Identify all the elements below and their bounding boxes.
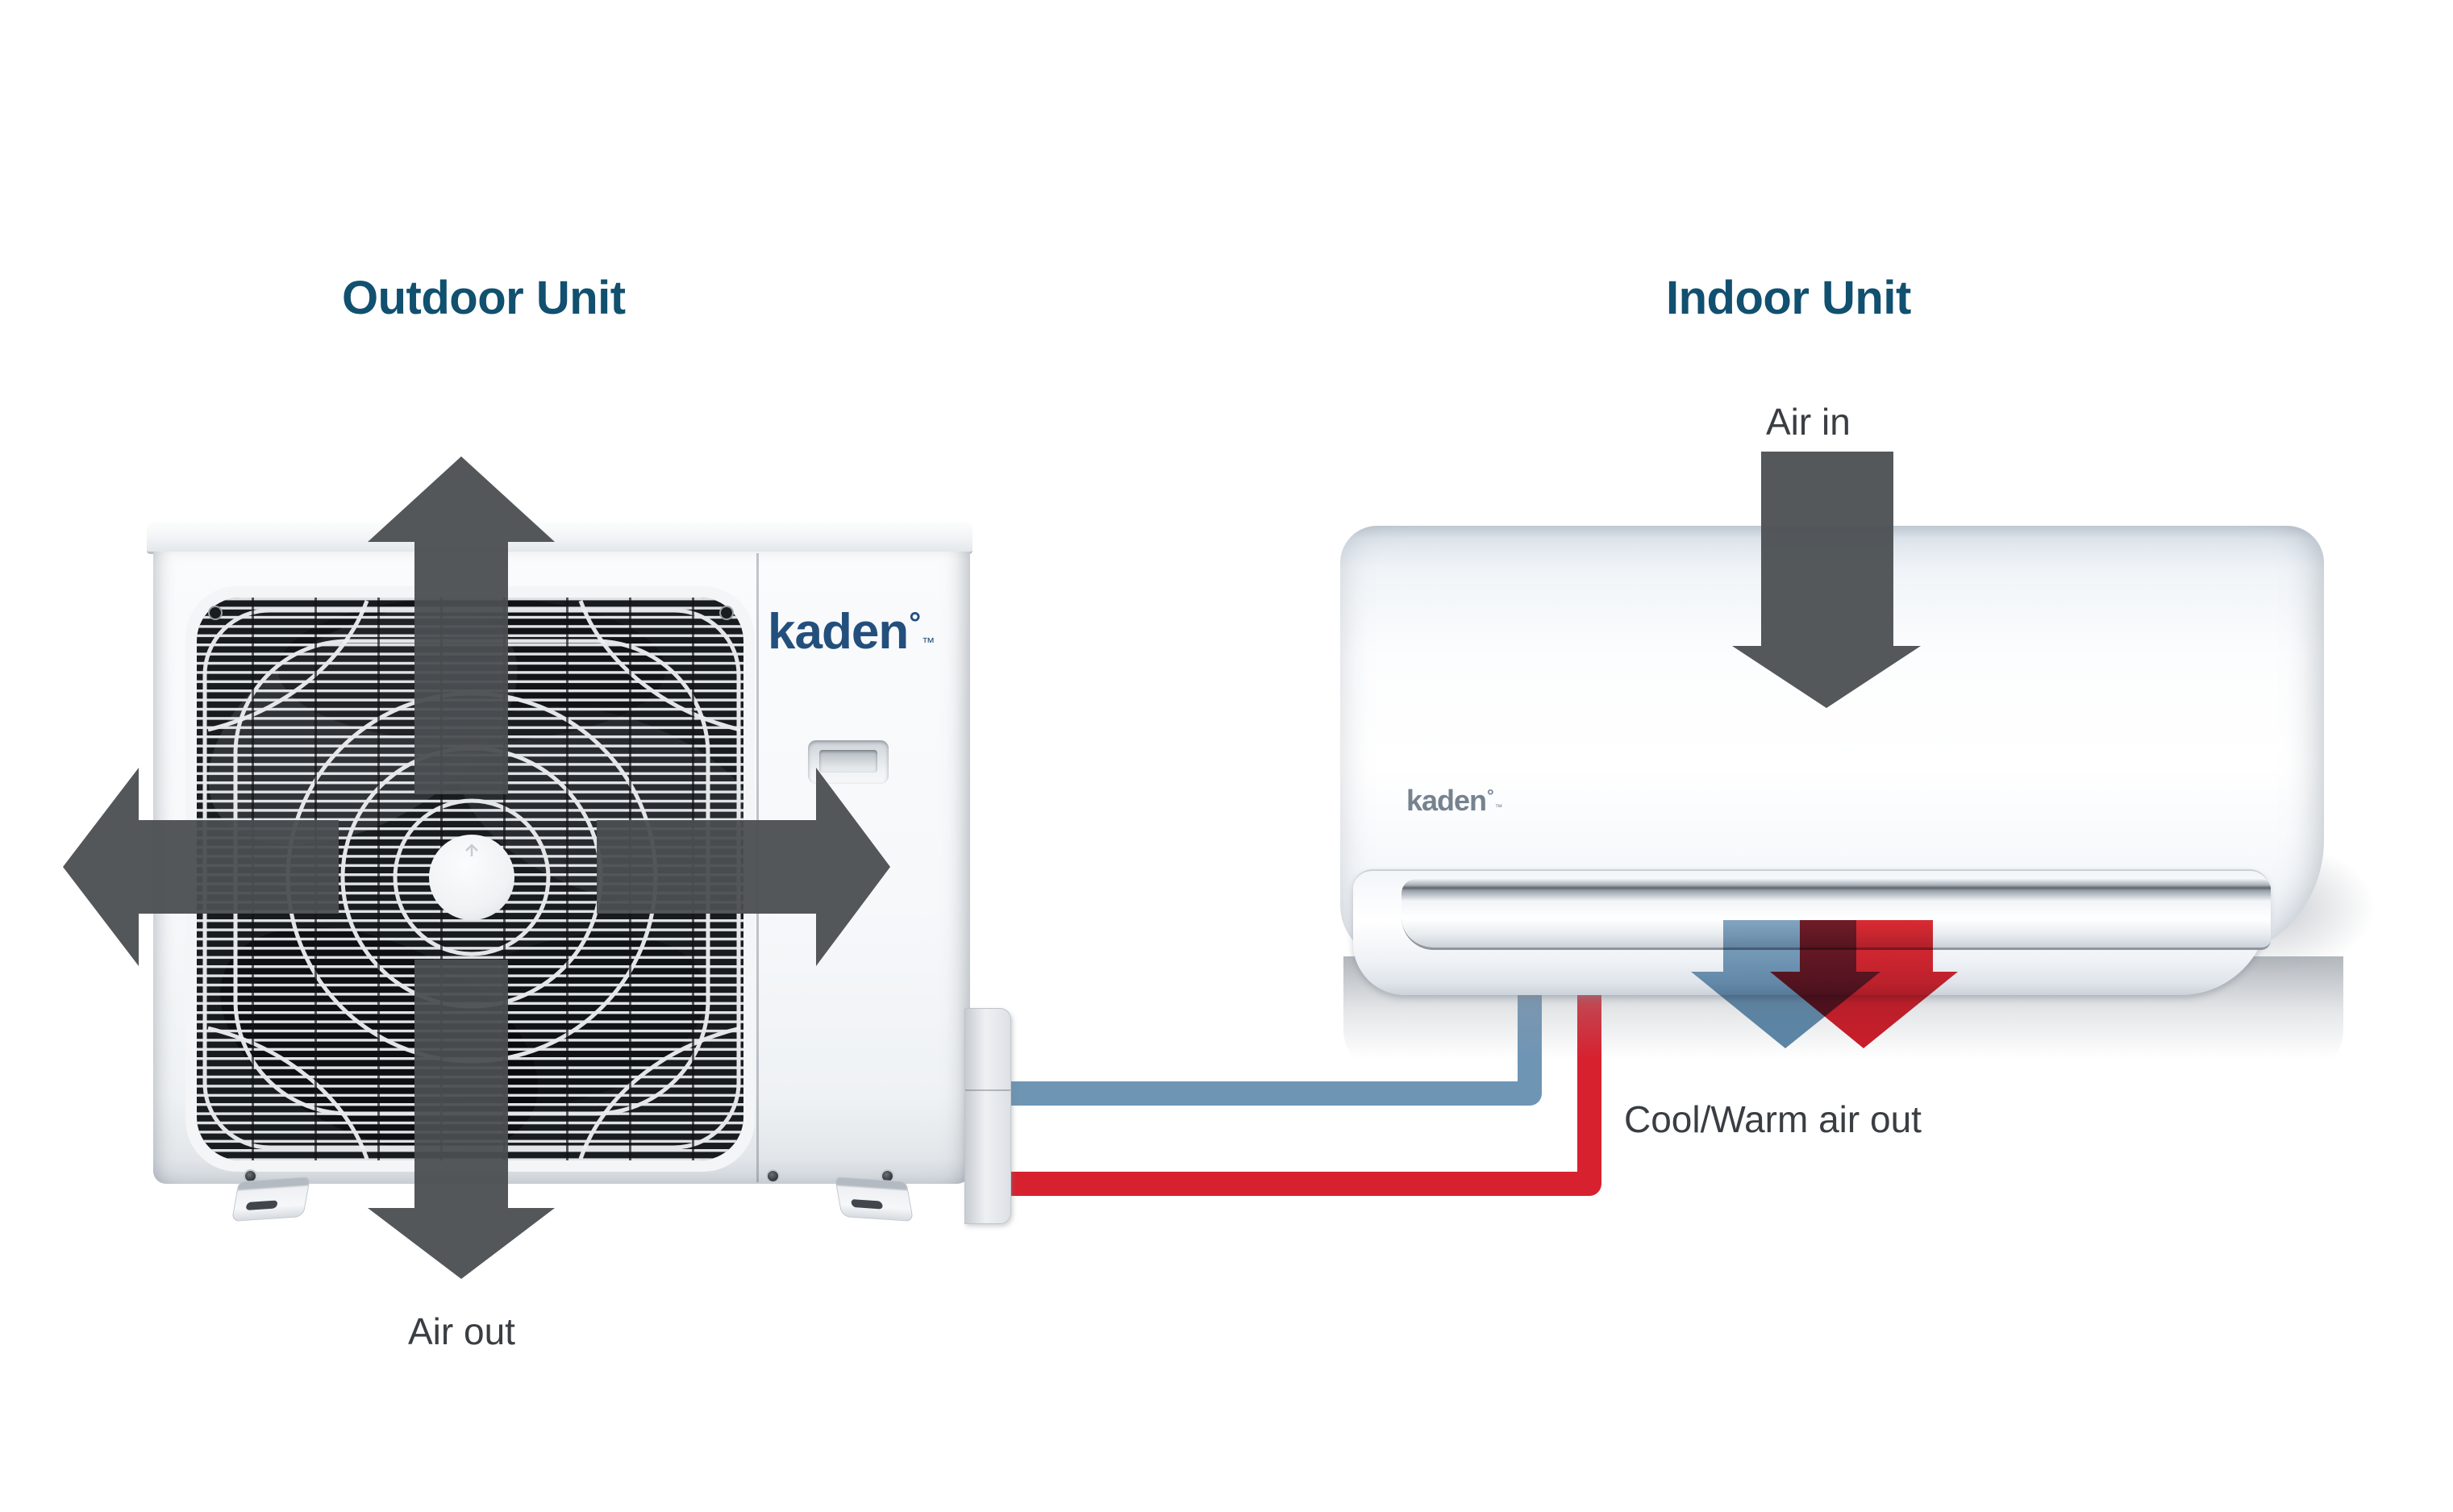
warm-air-arrow-icon	[1770, 920, 1958, 1048]
cool-warm-air-arrows	[1691, 920, 1958, 1048]
outdoor-unit-title: Outdoor Unit	[342, 272, 626, 324]
outdoor-pipe-bracket-seam	[965, 1089, 1010, 1091]
outdoor-brand-logo: kaden°™	[768, 604, 935, 660]
right-arrow-icon	[597, 768, 890, 966]
air-out-label: Air out	[408, 1310, 515, 1352]
cool-warm-air-out-label: Cool/Warm air out	[1624, 1098, 1922, 1140]
indoor-unit-title: Indoor Unit	[1666, 272, 1911, 324]
air-in-label: Air in	[1766, 401, 1851, 443]
outdoor-side-vent-slot	[819, 750, 877, 773]
air-in-arrow	[1732, 452, 1921, 708]
outdoor-unit-top-cap	[147, 521, 972, 554]
down-arrow-icon	[368, 960, 555, 1279]
outdoor-pipe-bracket	[964, 1008, 1011, 1224]
cabinet-screw	[766, 1169, 780, 1183]
left-arrow-icon	[63, 768, 339, 966]
outdoor-airflow-arrows	[63, 456, 890, 1279]
grille-screw	[719, 606, 734, 620]
up-arrow-icon	[368, 456, 555, 794]
grille-screw	[208, 606, 223, 620]
indoor-brand-logo: kaden°™	[1406, 784, 1502, 817]
air-in-arrow-icon	[1732, 452, 1921, 708]
fan-hub-arrow-icon	[465, 843, 478, 856]
fan-hub	[429, 835, 514, 920]
